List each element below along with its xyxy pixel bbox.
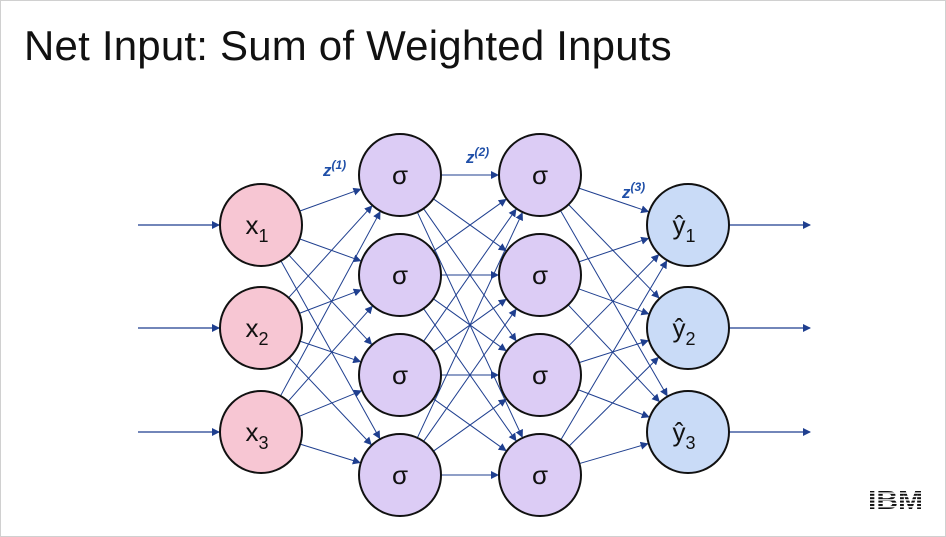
output-node-label: ŷ3 bbox=[672, 417, 695, 453]
hidden2-node-label: σ bbox=[532, 260, 548, 290]
connection-edge bbox=[288, 254, 373, 345]
input-node-label: x2 bbox=[245, 313, 268, 349]
hidden1-node-label: σ bbox=[392, 160, 408, 190]
connection-edge bbox=[300, 443, 361, 465]
hidden2-node: σ bbox=[498, 333, 582, 417]
output-node: ŷ3 bbox=[646, 390, 730, 474]
z-label-3: z(3) bbox=[621, 180, 645, 202]
connection-edge bbox=[560, 210, 668, 397]
hidden1-node: σ bbox=[358, 433, 442, 517]
svg-text:IBM: IBM bbox=[868, 487, 923, 513]
input-node: x1 bbox=[219, 183, 303, 267]
connections bbox=[138, 171, 811, 479]
z-label-1: z(1) bbox=[322, 158, 346, 180]
z-label-2: z(2) bbox=[465, 145, 489, 167]
connection-edge bbox=[299, 238, 362, 263]
connection-edge bbox=[578, 389, 650, 419]
hidden2-node: σ bbox=[498, 433, 582, 517]
input-node-label: x3 bbox=[245, 417, 268, 453]
connection-edge bbox=[288, 357, 372, 446]
hidden1-node: σ bbox=[358, 233, 442, 317]
output-node: ŷ2 bbox=[646, 286, 730, 370]
connection-edge bbox=[578, 288, 650, 316]
connection-edge bbox=[578, 236, 650, 263]
connection-edge bbox=[568, 254, 660, 347]
connection-edge bbox=[288, 205, 373, 298]
connection-edge bbox=[416, 212, 523, 439]
connection-edge bbox=[299, 288, 362, 314]
connection-edge bbox=[423, 208, 517, 342]
connection-edge bbox=[433, 198, 507, 252]
connection-edge bbox=[579, 441, 649, 465]
hidden1-node: σ bbox=[358, 133, 442, 217]
hidden1-node-label: σ bbox=[392, 460, 408, 490]
connection-edge bbox=[423, 308, 517, 442]
input-node: x2 bbox=[219, 286, 303, 370]
connection-edge bbox=[560, 260, 668, 440]
hidden1-node-label: σ bbox=[392, 360, 408, 390]
slide-title: Net Input: Sum of Weighted Inputs bbox=[24, 22, 672, 69]
hidden1-node: σ bbox=[358, 333, 442, 417]
hidden2-node-label: σ bbox=[532, 360, 548, 390]
connection-edge bbox=[280, 211, 381, 397]
hidden2-node-label: σ bbox=[532, 160, 548, 190]
hidden2-node: σ bbox=[498, 233, 582, 317]
hidden2-node: σ bbox=[498, 133, 582, 217]
connection-edge bbox=[298, 389, 363, 417]
output-node-label: ŷ1 bbox=[672, 210, 695, 246]
output-node-label: ŷ2 bbox=[672, 313, 695, 349]
connection-edge bbox=[578, 187, 650, 214]
connection-edge bbox=[287, 305, 373, 402]
hidden2-node-label: σ bbox=[532, 460, 548, 490]
hidden1-node-label: σ bbox=[392, 260, 408, 290]
connection-edge bbox=[299, 187, 362, 212]
output-node: ŷ1 bbox=[646, 183, 730, 267]
connection-edge bbox=[299, 340, 362, 364]
input-node: x3 bbox=[219, 390, 303, 474]
connection-edge bbox=[280, 260, 381, 440]
ibm-logo: IBM bbox=[868, 487, 923, 513]
connection-edge bbox=[567, 304, 660, 403]
connection-edge bbox=[568, 204, 660, 299]
connection-edge bbox=[568, 356, 659, 447]
input-node-label: x1 bbox=[245, 210, 268, 246]
connection-edge bbox=[433, 398, 507, 452]
